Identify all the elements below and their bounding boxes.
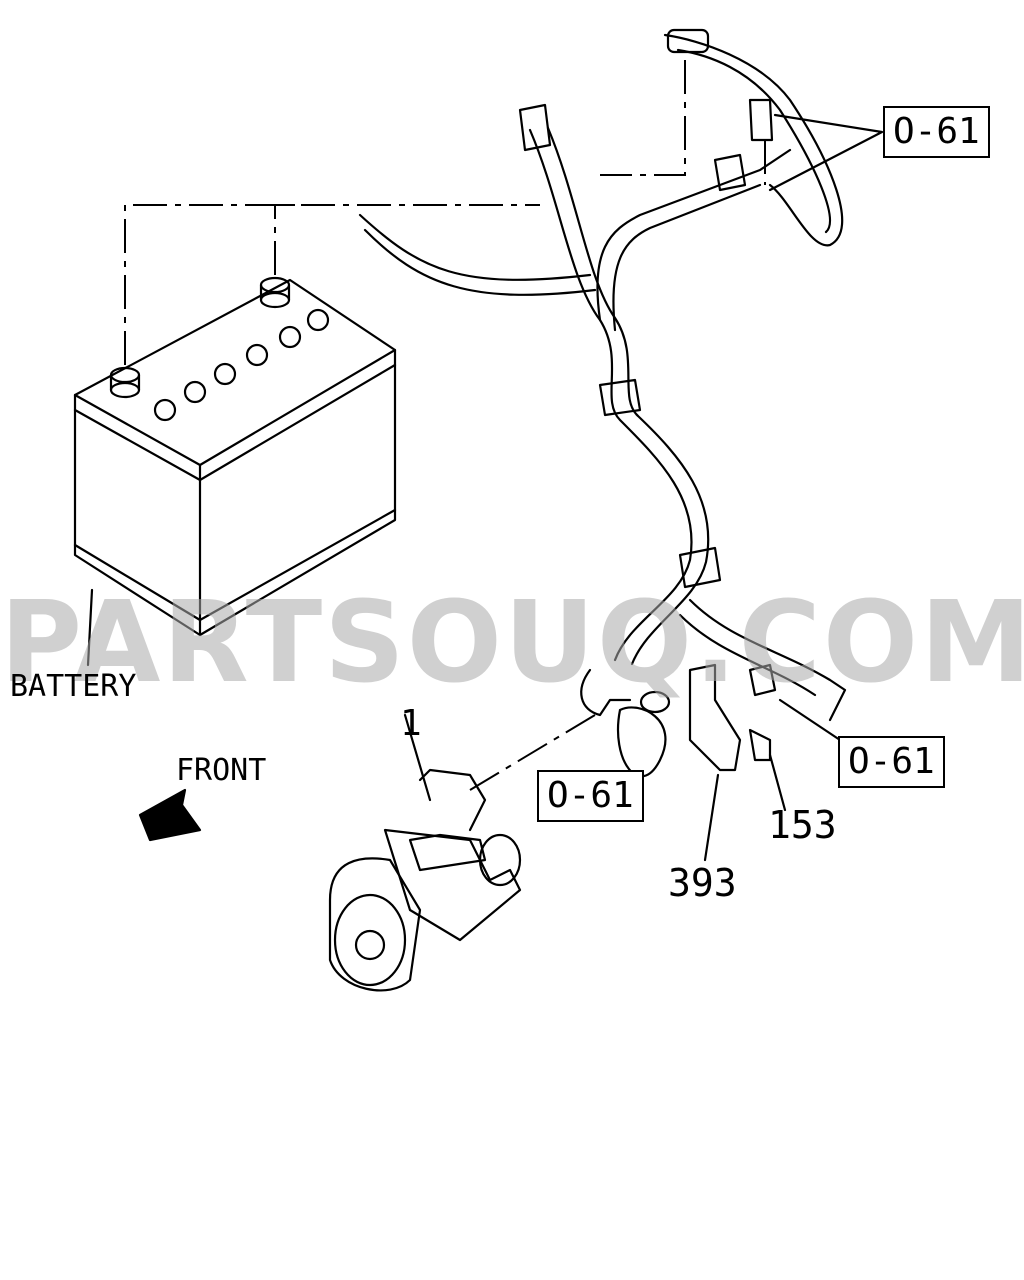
part-number-bolt[interactable]: 153 <box>768 803 837 847</box>
part-number-starter[interactable]: 1 <box>400 703 422 744</box>
part-number-bracket[interactable]: 393 <box>668 861 737 905</box>
starter-motor-drawing <box>138 713 522 992</box>
callout-o61-starter[interactable]: O-61 <box>537 770 644 822</box>
callout-o61-ground[interactable]: O-61 <box>838 736 945 788</box>
battery-label: BATTERY <box>10 669 137 704</box>
fastener-drawings <box>469 663 842 862</box>
battery-drawing <box>73 204 540 667</box>
front-label: FRONT <box>176 753 267 788</box>
callout-o61-upper[interactable]: O-61 <box>883 106 990 158</box>
battery-cable-drawing <box>358 28 884 722</box>
